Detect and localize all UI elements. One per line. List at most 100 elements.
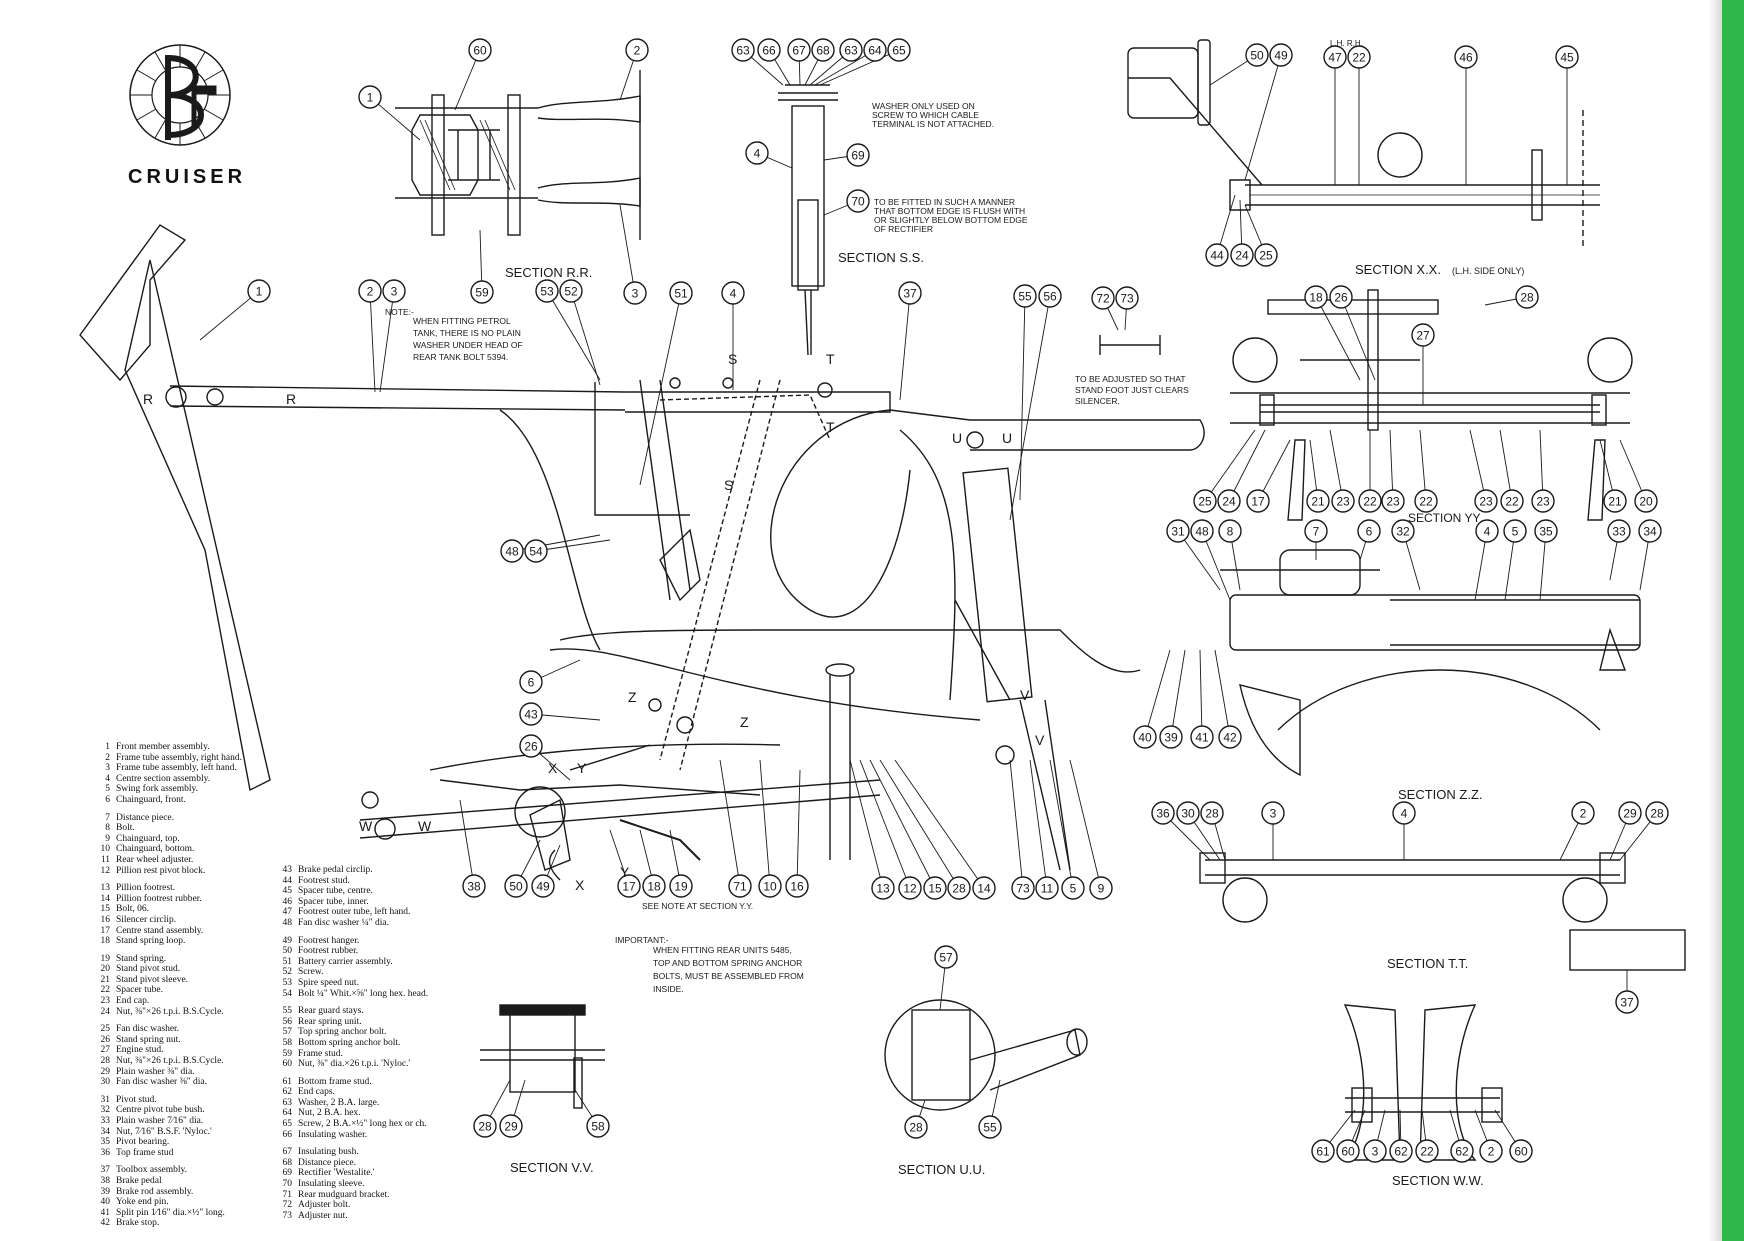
washer-note-line-1: WASHER ONLY USED ON: [872, 101, 975, 111]
legend-part-name: Yoke end pin.: [116, 1197, 169, 1208]
callout-circle: [1500, 489, 1524, 513]
leader-line: [546, 290, 601, 381]
callout-number: 69: [851, 149, 865, 163]
legend-part-name: End caps.: [298, 1087, 335, 1098]
legend-part-name: Screw, 2 B.A.×½" long hex or ch.: [298, 1119, 427, 1130]
callout-41: 41: [1190, 725, 1214, 749]
callout-number: 29: [1623, 807, 1637, 821]
callout-circle: [1133, 725, 1157, 749]
callout-number: 39: [1164, 731, 1178, 745]
callout-61: 61: [1311, 1139, 1335, 1163]
callout-circle: [535, 279, 559, 303]
callout-number: 72: [1096, 292, 1110, 306]
callout-circle: [1607, 519, 1631, 543]
legend-part-name: Spire speed nut.: [298, 977, 359, 988]
callout-circle: [1193, 489, 1217, 513]
callout-number: 3: [391, 285, 398, 299]
callout-circle: [898, 281, 922, 305]
callout-34: 34: [1638, 519, 1662, 543]
leader-line: [1170, 649, 1186, 738]
callout-circle: [1503, 519, 1527, 543]
callout-circle: [1176, 801, 1200, 825]
callout-number: 21: [1311, 495, 1325, 509]
callout-number: 73: [1016, 882, 1030, 896]
callout-circle: [1013, 284, 1037, 308]
legend-part-name: Stand pivot stud.: [116, 964, 181, 975]
callout-43: 43: [519, 702, 543, 726]
section-zz-drawing: [1220, 549, 1641, 777]
callout-circle: [1414, 489, 1438, 513]
legend-part-name: Engine stud.: [116, 1045, 164, 1056]
callout-number: 27: [1416, 329, 1430, 343]
legend-part-number: 16: [100, 914, 111, 925]
legend-part-number: 47: [282, 907, 293, 918]
legend-part-number: 18: [100, 936, 111, 947]
callout-3: 3: [623, 281, 647, 305]
legend-part-number: 3: [105, 763, 110, 774]
main-frame-drawing: [79, 224, 1205, 881]
leader-line: [1009, 295, 1051, 521]
leader-line: [1340, 296, 1376, 381]
callout-circle: [1347, 45, 1371, 69]
callout-number: 17: [622, 880, 636, 894]
callout-circle: [846, 143, 870, 167]
callout-number: 47: [1328, 51, 1342, 65]
callout-circle: [1603, 489, 1627, 513]
callout-65: 65: [887, 38, 911, 62]
legend-part-number: 11: [100, 854, 110, 865]
callout-number: 4: [730, 287, 737, 301]
callout-circle: [1618, 801, 1642, 825]
callout-number: 55: [983, 1121, 997, 1135]
callout-circle: [1391, 519, 1415, 543]
legend-part-name: Frame stud.: [298, 1048, 343, 1059]
legend-part-name: Swing fork assembly.: [116, 784, 198, 795]
leader-line: [869, 759, 936, 889]
callout-number: 28: [952, 882, 966, 896]
leader-line: [796, 769, 801, 887]
legend-part-name: Centre stand assembly.: [116, 925, 204, 936]
section-letter: U: [952, 430, 962, 446]
callout-64: 64: [863, 38, 887, 62]
callout-62: 62: [1450, 1139, 1474, 1163]
callout-number: 6: [1366, 525, 1373, 539]
leader-line: [1499, 429, 1513, 502]
callout-19: 19: [669, 874, 693, 898]
callout-17: 17: [1246, 489, 1270, 513]
callout-circle: [1363, 1139, 1387, 1163]
legend-part-name: Footrest outer tube, left hand.: [298, 907, 411, 918]
callout-38: 38: [462, 874, 486, 898]
legend-part-number: 64: [282, 1108, 293, 1119]
leader-line: [619, 204, 636, 294]
legend-part-name: Bottom frame stud.: [298, 1076, 372, 1087]
callout-4: 4: [1392, 801, 1416, 825]
leader-line: [199, 290, 260, 341]
callout-number: 43: [524, 708, 538, 722]
leader-line: [1329, 429, 1344, 502]
callout-6: 6: [519, 670, 543, 694]
legend-part-number: 13: [100, 883, 111, 894]
callout-24: 24: [1230, 243, 1254, 267]
legend-part-name: Rear wheel adjuster.: [116, 854, 194, 865]
callout-number: 60: [473, 44, 487, 58]
leader-line: [719, 759, 741, 887]
callout-57: 57: [934, 945, 958, 969]
callout-number: 2: [1488, 1145, 1495, 1159]
callout-49: 49: [1269, 43, 1293, 67]
legend-part-name: Nut, ⅜"×26 t.p.i. B.S.Cycle.: [116, 1006, 224, 1017]
callout-circle: [617, 874, 641, 898]
callout-circle: [1331, 489, 1355, 513]
section-letter: R: [286, 391, 296, 407]
